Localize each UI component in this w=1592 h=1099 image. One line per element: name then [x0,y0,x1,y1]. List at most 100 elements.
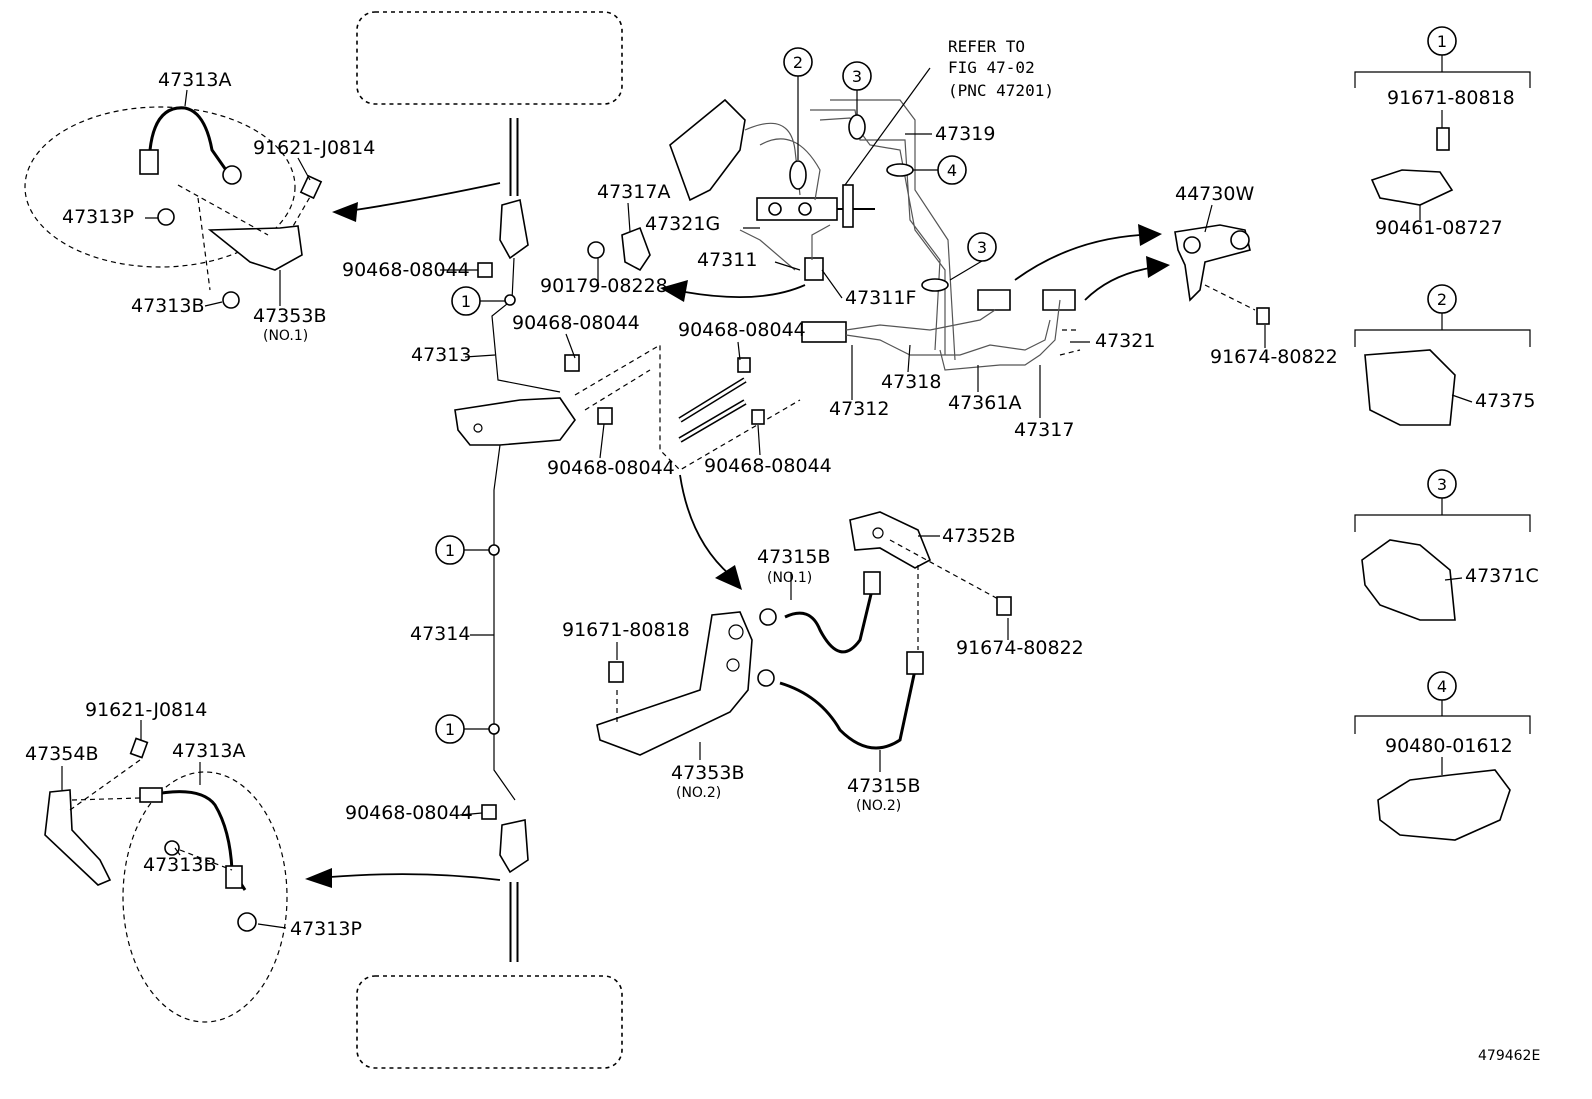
lower-knuckle-bracket [499,819,529,874]
label-91621-top: 91621-J0814 [253,137,375,159]
label-47313P-top: 47313P [62,206,134,228]
label-47353B-no1-sub: (NO.1) [263,328,308,344]
label-47312: 47312 [829,398,889,420]
clip-47313P-top [157,208,175,226]
label-47353B-no2: 47353B [671,762,744,784]
label-47311: 47311 [697,249,757,271]
svg-text:4: 4 [1437,677,1447,696]
label-91621-bottom: 91621-J0814 [85,699,207,721]
valve-port-b [798,202,812,216]
label-47353B-no1: 47353B [253,305,326,327]
label-47352B: 47352B [942,525,1015,547]
bolt-91674-right [1256,307,1270,325]
clamp-2-marker [789,160,807,190]
label-47313A-bottom: 47313A [172,740,245,762]
legend-bracket-3 [1354,498,1531,532]
label-47317: 47317 [1014,419,1074,441]
label-47313B-bottom: 47313B [143,854,216,876]
arrow-head-44730W-lower [1146,256,1170,278]
brake-pipe-bundle [744,99,956,361]
clip-47313P-bottom [237,912,257,932]
clip-90468-a [477,262,493,278]
hose-no2-fitting-b [906,651,924,675]
legend-bracket-2 [1354,313,1531,347]
callout-leaders [464,76,983,730]
svg-text:3: 3 [1437,475,1447,494]
legend-2-part-label: 47375 [1475,390,1535,412]
arrow-head-44730W-upper [1138,224,1162,246]
label-91671-mid: 91671-80818 [562,619,690,641]
flex-hose-47313A-bottom [149,790,247,891]
label-90468-a: 90468-08044 [342,259,470,281]
line-clip-lower [488,723,500,735]
svg-text:1: 1 [1437,32,1447,51]
label-90179: 90179-08228 [540,275,668,297]
label-47313P-bottom: 47313P [290,918,362,940]
legend-3-clamp-47371C [1361,539,1456,621]
svg-text:1: 1 [445,541,455,560]
clip-90468-e [751,409,765,425]
label-90468-b: 90468-08044 [512,312,640,334]
flex-hose-47315B-no2 [779,669,917,750]
label-90468-d: 90468-08044 [678,319,806,341]
bracket-47317A [621,226,651,272]
label-47361A: 47361A [948,392,1021,414]
bolt-91671-mid [608,661,624,683]
legend-bracket-1 [1354,55,1531,88]
refer-line-3: (PNC 47201) [948,81,1054,100]
bracket-47354B [44,789,112,886]
hose-fitting-top [139,149,159,175]
figure-id: 479462E [1478,1048,1540,1064]
label-91674-mid: 91674-80822 [956,637,1084,659]
label-47313A-top: 47313A [158,69,231,91]
svg-text:3: 3 [977,238,987,257]
label-47314: 47314 [410,623,470,645]
legend-bracket-4 [1354,700,1531,734]
legend-1-top-label: 91671-80818 [1387,87,1515,109]
hose-nut-bottom [225,865,243,889]
legend-callout-3: 3 [1427,469,1457,499]
legend-callout-2: 2 [1427,284,1457,314]
legend-4-clamp [1377,769,1511,841]
clip-90468-f [481,804,497,820]
bracket-hole [473,423,483,433]
sensor-connector [1230,230,1250,250]
hose-nut-top [222,165,242,185]
label-47315B-no2-sub: (NO.2) [856,798,901,814]
bracket-no2-hole-a [728,624,744,640]
straight-pipes [678,377,747,443]
label-90468-c: 90468-08044 [547,457,675,479]
label-91674-right: 91674-80822 [1210,346,1338,368]
assembly-lines-47352B [889,539,1001,650]
label-47313B-top: 47313B [131,295,204,317]
legend-4-top-label: 90480-01612 [1385,735,1513,757]
fitting-47311F [804,257,824,281]
brake-line-47313 [491,257,561,393]
label-leader-lines [61,89,1473,929]
label-44730W: 44730W [1175,183,1254,205]
label-90468-f: 90468-08044 [345,802,473,824]
svg-text:1: 1 [461,292,471,311]
clip-90468-b [564,354,580,372]
callout-1-low: 1 [435,714,465,744]
label-47311F: 47311F [845,287,916,309]
junction-block-b [1042,289,1076,311]
arrow-to-top-left-detail [354,182,501,211]
label-47318: 47318 [881,371,941,393]
clamp-3-marker-lower [921,278,949,292]
pipe-routing-47317-47318 [845,299,1061,371]
legend-1-clamp [1370,169,1454,206]
valve-flange [842,184,854,228]
assembly-lines-center [574,343,801,471]
label-47321: 47321 [1095,330,1155,352]
pipe-47311 [739,224,831,271]
assembly-line-44730W [1204,284,1256,311]
clip-90468-c [597,407,613,425]
line-clip-top [504,294,516,306]
svg-text:3: 3 [852,67,862,86]
label-90468-e: 90468-08044 [704,455,832,477]
hose-no1-fitting-b [863,571,881,595]
callout-3-mid: 3 [967,232,997,262]
label-47315B-no1: 47315B [757,546,830,568]
